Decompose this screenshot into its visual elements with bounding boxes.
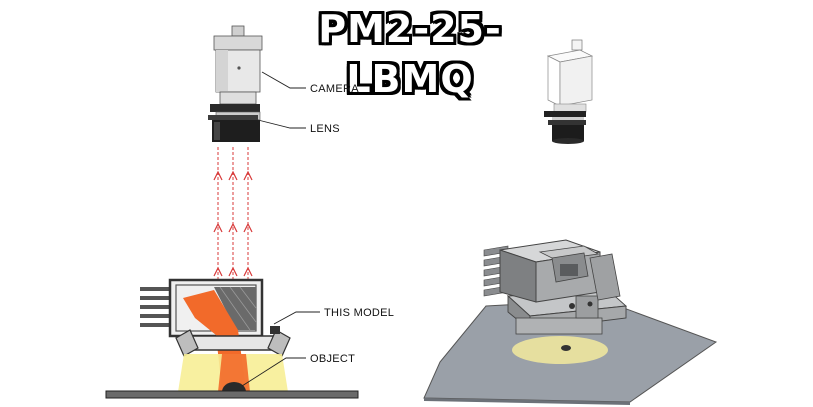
- light-module-isometric: [483, 239, 628, 335]
- camera-label: CAMERA: [310, 83, 359, 95]
- ray-arrows: [213, 170, 253, 277]
- light-rays: [217, 145, 249, 285]
- base-plate-section: [105, 390, 359, 399]
- product-title: PM2-25-LBMQ: [318, 7, 502, 101]
- lens-label: LENS: [310, 123, 340, 135]
- object-label: OBJECT: [310, 353, 355, 365]
- camera-isometric: [546, 39, 594, 113]
- iso-illumination: [512, 336, 608, 364]
- isometric-view: [423, 39, 718, 405]
- this-model-label: THIS MODEL: [324, 307, 394, 319]
- object-shape: [222, 382, 246, 392]
- cross-section-diagram: [105, 25, 359, 399]
- camera-side-view: [213, 25, 263, 105]
- label-leaders: [241, 71, 320, 387]
- lens-side-view: [208, 104, 261, 142]
- lens-isometric: [544, 111, 586, 144]
